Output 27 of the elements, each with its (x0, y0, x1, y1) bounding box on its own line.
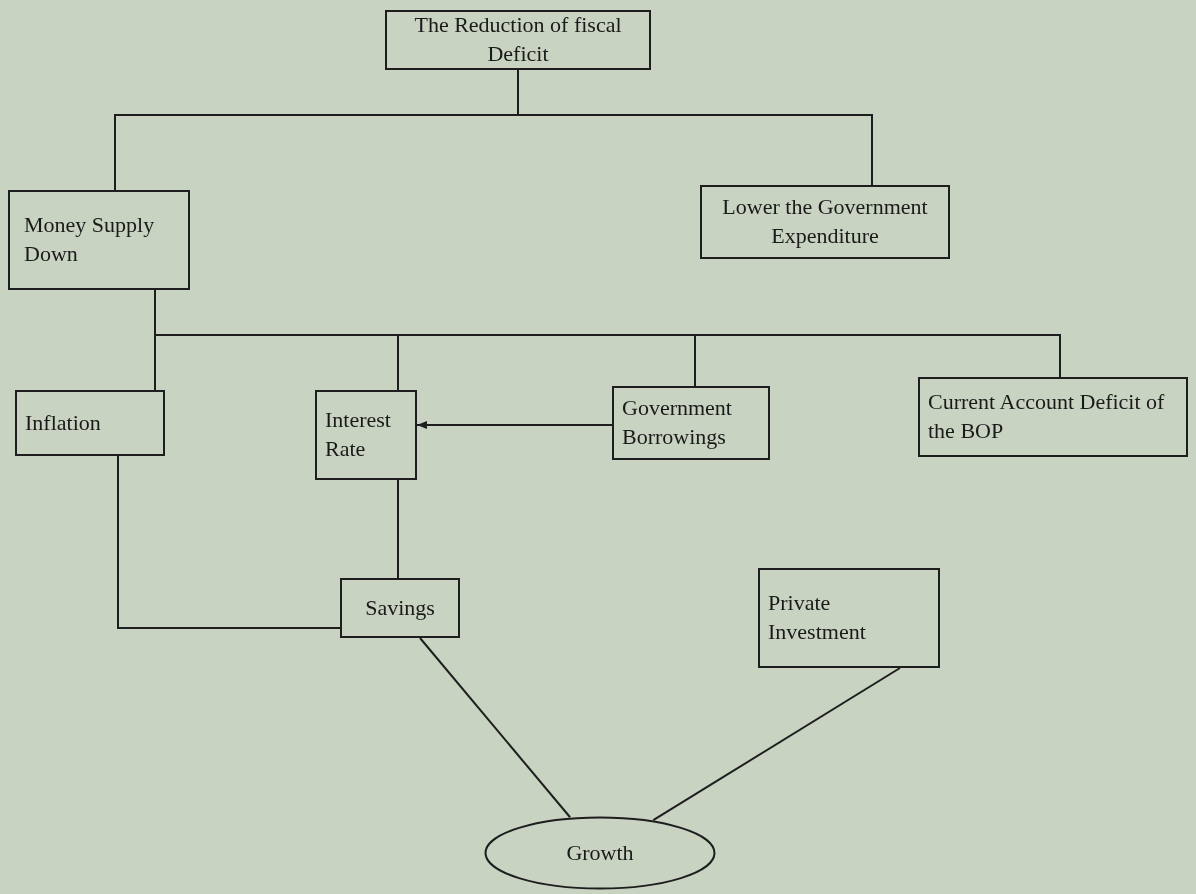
node-label: Lower the Government Expenditure (721, 193, 929, 250)
text-box (758, 568, 940, 668)
node-label: Money Supply Down (24, 211, 156, 268)
connector-line (154, 289, 1061, 378)
node-label: Savings (364, 593, 436, 622)
text-box (8, 190, 190, 290)
connector-line (397, 479, 399, 579)
text-box (700, 185, 950, 259)
connector-line (517, 69, 873, 186)
node-label: Government Borrowings (622, 394, 733, 451)
text-box (315, 390, 417, 480)
node-label: Growth (566, 838, 634, 867)
node-label: Private Investment (768, 589, 867, 646)
node-label: Current Account Deficit of the BOP (928, 388, 1166, 445)
text-box (340, 578, 460, 638)
connector-line (117, 455, 341, 629)
text-box (15, 390, 165, 456)
node-label: Interest Rate (325, 406, 392, 463)
node-label: The Reduction of fiscal Deficit (413, 11, 623, 68)
connector-line (419, 637, 572, 819)
node-label: Inflation (25, 408, 102, 437)
text-box (918, 377, 1188, 457)
arrow (416, 421, 613, 429)
connector-line (652, 667, 901, 822)
ellipse-node (484, 816, 716, 890)
text-box (385, 10, 651, 70)
text-box (612, 386, 770, 460)
